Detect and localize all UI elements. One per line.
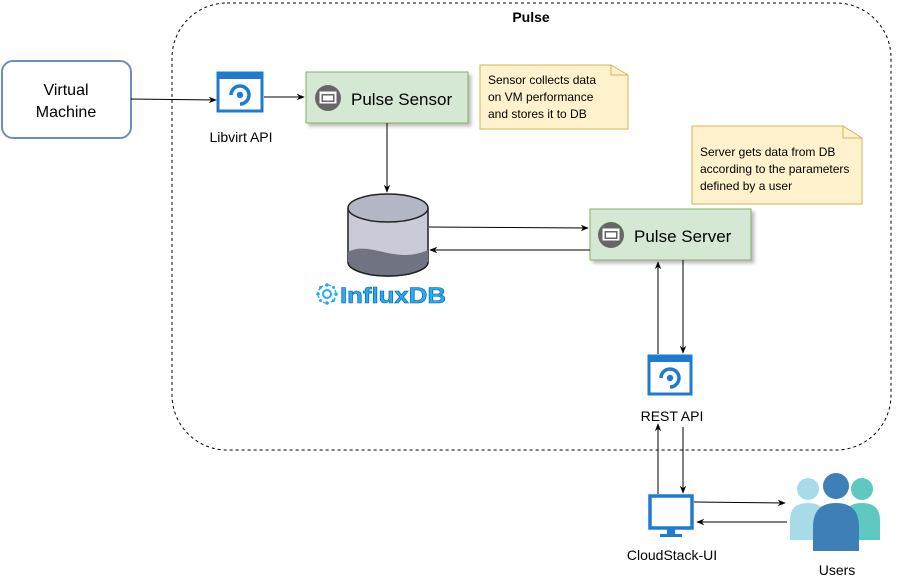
server-icon [598, 222, 624, 248]
influxdb-label: InfluxDB [340, 283, 446, 308]
influxdb-logo-icon [316, 283, 338, 305]
influxdb-node[interactable]: InfluxDB [316, 193, 446, 308]
server-note: Server gets data from DB according to th… [691, 125, 863, 205]
monitor-icon [648, 494, 694, 537]
server-note-line1: Server gets data from DB [700, 145, 835, 159]
rest-api-label: REST API [641, 408, 704, 424]
libvirt-api-node[interactable]: Libvirt API [209, 71, 273, 145]
arrow-cloudstack-to-users [693, 499, 786, 507]
pulse-sensor-node[interactable]: Pulse Sensor [305, 71, 469, 124]
libvirt-api-label: Libvirt API [209, 129, 272, 145]
cloudstack-ui-node[interactable]: CloudStack-UI [627, 494, 717, 563]
azure-api-icon [216, 71, 264, 113]
connectors [130, 93, 787, 526]
users-icon [790, 473, 880, 551]
rest-api-node[interactable]: REST API [641, 354, 704, 424]
pulse-sensor-label: Pulse Sensor [351, 90, 452, 109]
users-label: Users [819, 562, 856, 577]
arrow-vm-to-libvirt [130, 96, 217, 104]
server-icon [315, 85, 341, 111]
arrow-influxdb-to-server [428, 224, 589, 232]
users-node[interactable]: Users [790, 473, 880, 577]
vm-label-line2: Machine [36, 104, 97, 121]
sensor-note: Sensor collects data on VM performance a… [479, 64, 629, 130]
server-note-line3: defined by a user [700, 179, 792, 193]
cloudstack-ui-label: CloudStack-UI [627, 547, 717, 563]
sensor-note-line1: Sensor collects data [488, 73, 596, 87]
pulse-server-node[interactable]: Pulse Server [589, 208, 752, 261]
pulse-server-label: Pulse Server [634, 227, 732, 246]
pulse-group-title: Pulse [512, 9, 550, 25]
pulse-group: Pulse [171, 2, 892, 451]
server-note-line2: according to the parameters [700, 162, 849, 176]
database-cylinder-icon [347, 193, 429, 277]
sensor-note-line3: and stores it to DB [488, 107, 587, 121]
sensor-note-line2: on VM performance [488, 90, 594, 104]
vm-label-line1: Virtual [43, 82, 88, 99]
azure-api-icon [647, 354, 693, 396]
virtual-machine-node[interactable]: Virtual Machine [1, 60, 132, 139]
